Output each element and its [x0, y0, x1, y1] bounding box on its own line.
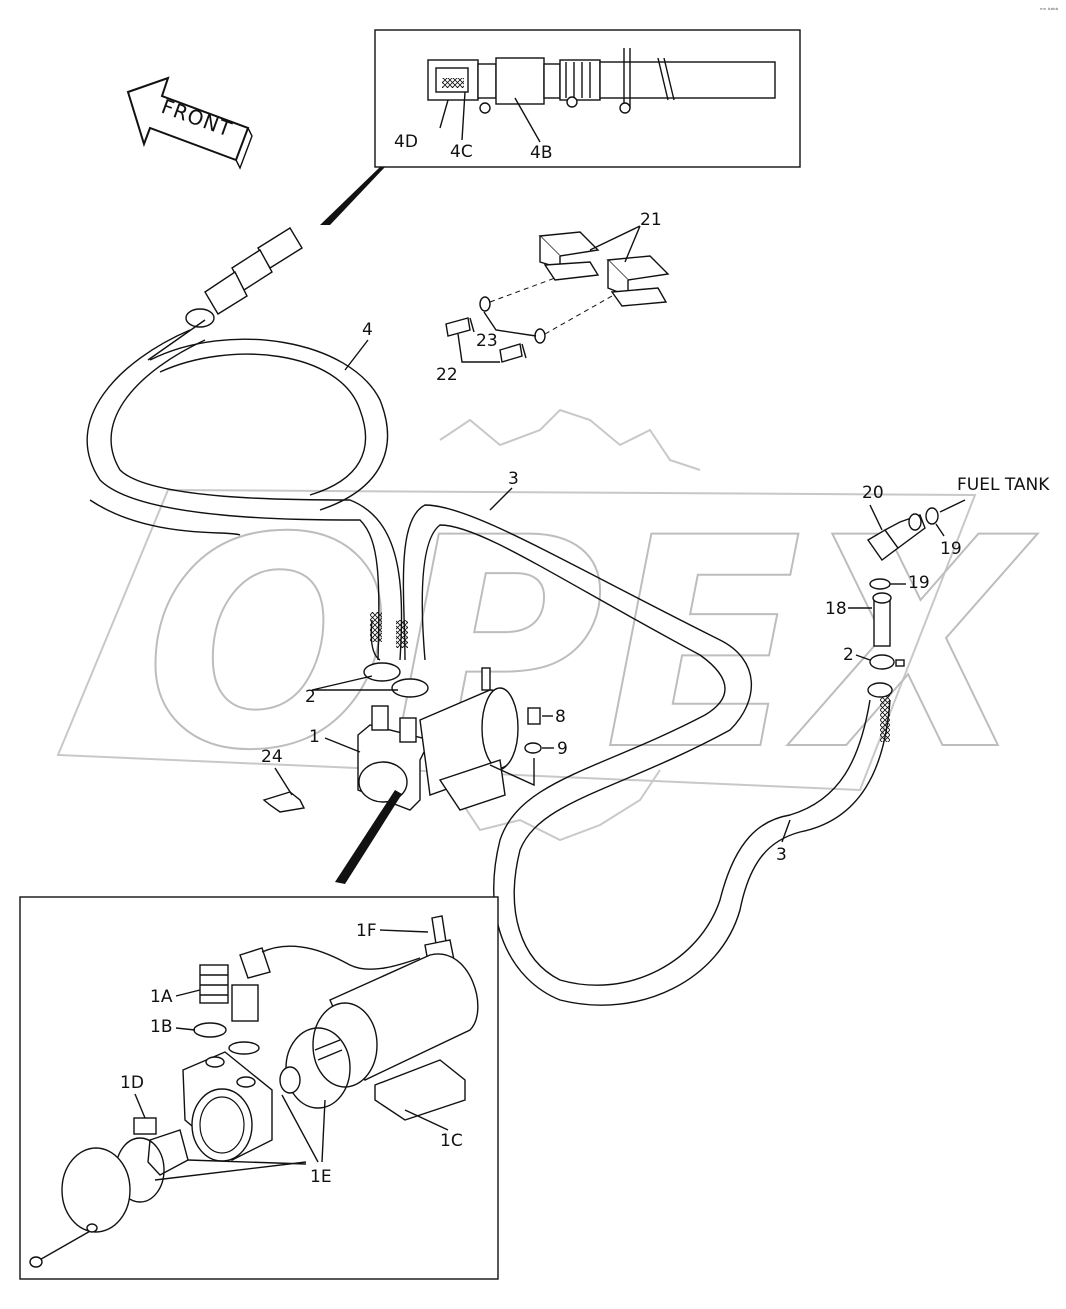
front-arrow: FRONT [126, 76, 253, 170]
callout-3-upper: 3 [508, 469, 519, 489]
callout-4D: 4D [394, 132, 418, 152]
pump-exploded-inset: 1F 1C 1A 1B 1D 1E [19, 896, 499, 1280]
callout-20: 20 [862, 483, 884, 503]
callout-1C: 1C [440, 1131, 463, 1151]
callout-1E: 1E [310, 1167, 332, 1187]
callout-23: 23 [476, 331, 498, 351]
hose-3: 3 3 [402, 469, 893, 1006]
callout-1: 1 [309, 727, 320, 747]
callout-19-upper: 19 [940, 539, 962, 559]
callout-24: 24 [261, 747, 283, 767]
callout-22: 22 [436, 365, 458, 385]
callout-3-lower: 3 [776, 845, 787, 865]
callout-2-left: 2 [305, 687, 316, 707]
callout-1D: 1D [120, 1073, 144, 1093]
fuel-pump-assembly: 2 1 8 9 24 [261, 662, 568, 884]
callout-9: 9 [557, 739, 568, 759]
callout-1A: 1A [150, 987, 173, 1007]
callout-4C: 4C [450, 142, 473, 162]
fuel-tank-fittings: FUEL TANK 20 19 19 18 2 [825, 475, 1050, 670]
hose-4-coupling [147, 227, 303, 361]
fuel-tank-label: FUEL TANK [957, 475, 1050, 495]
callout-2-right: 2 [843, 645, 854, 665]
callout-1F: 1F [356, 921, 377, 941]
mounting-brackets: 21 23 22 [436, 210, 670, 385]
callout-4: 4 [362, 320, 373, 340]
callout-1B: 1B [150, 1017, 172, 1037]
callout-21: 21 [640, 210, 662, 230]
callout-4B: 4B [530, 143, 552, 163]
corner-mark: ᵐⁿ ᵇᵇᵇᵇ [1040, 7, 1059, 14]
hose-coupling-inset: 4D 4C 4B [320, 29, 801, 225]
callout-19-lower: 19 [908, 573, 930, 593]
callout-8: 8 [555, 707, 566, 727]
opex-watermark: OPEX [56, 408, 1039, 842]
callout-18: 18 [825, 599, 847, 619]
